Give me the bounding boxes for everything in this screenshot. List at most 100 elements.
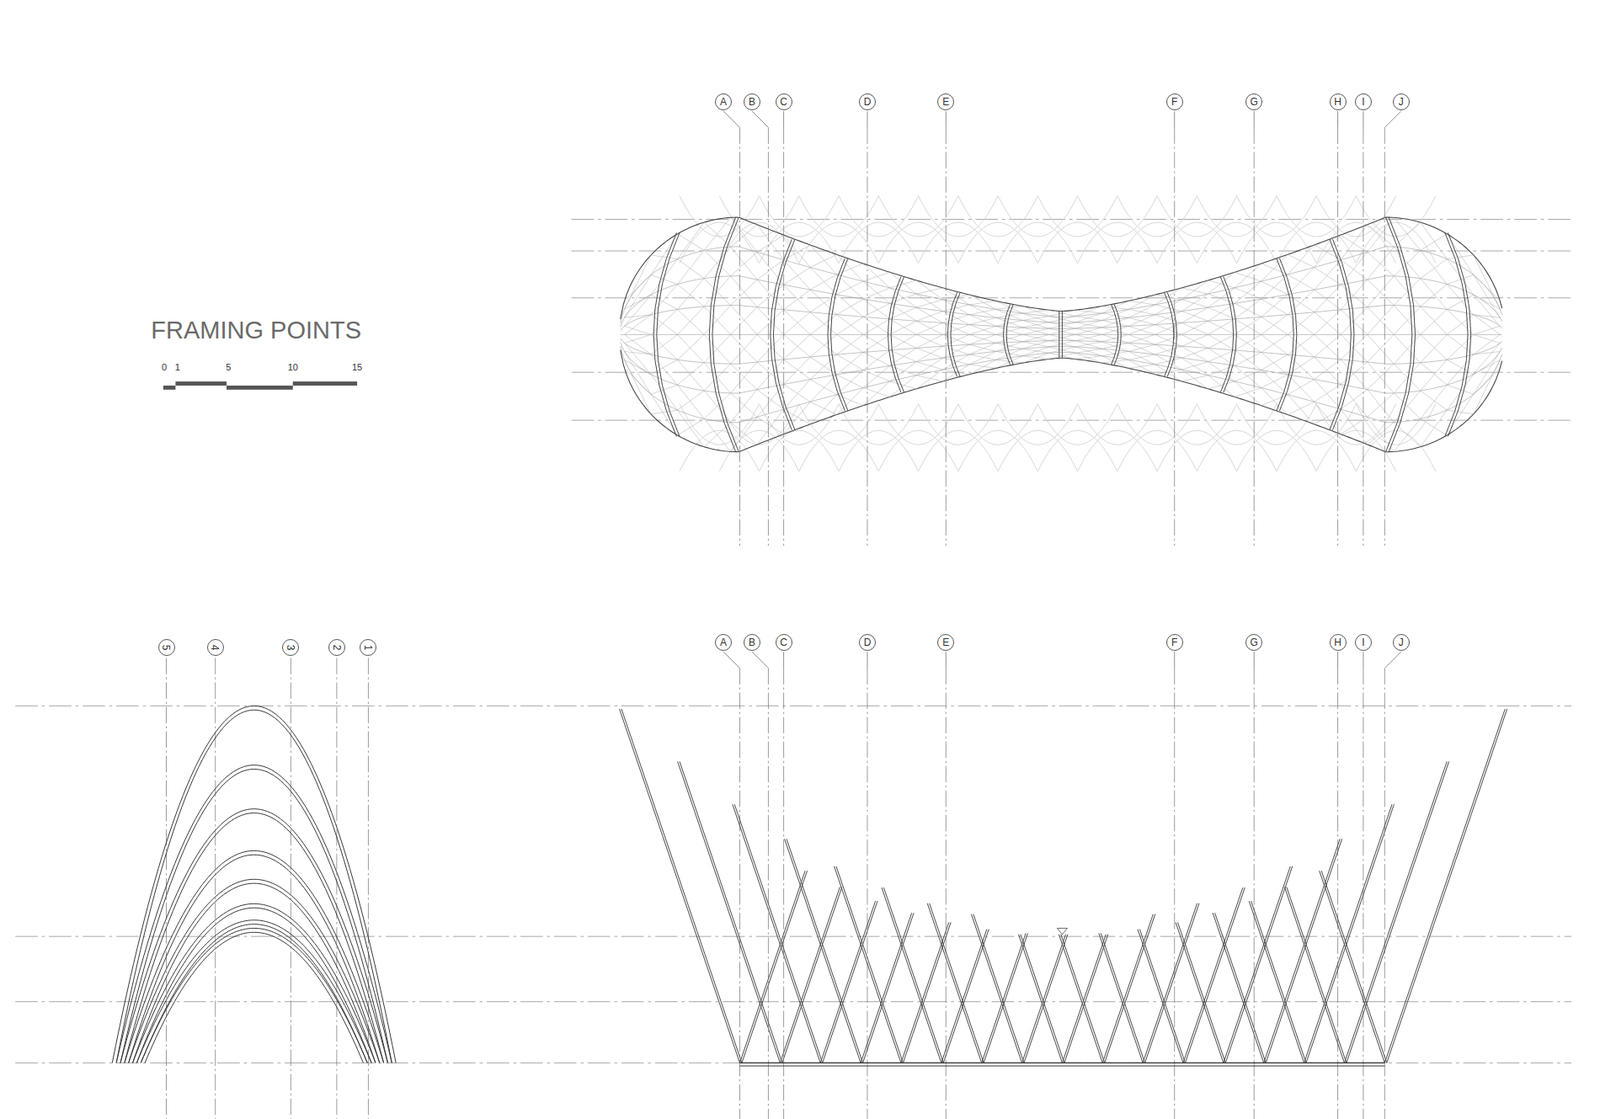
background-arc xyxy=(838,222,919,263)
lattice-line xyxy=(704,390,731,423)
lattice-line xyxy=(1128,354,1156,360)
lattice-line xyxy=(1367,246,1395,280)
lattice-line xyxy=(1128,359,1156,374)
lattice-line xyxy=(943,314,971,324)
background-arc xyxy=(1157,222,1238,263)
lattice-line xyxy=(1234,319,1262,336)
lattice-line xyxy=(1022,352,1050,363)
grid-label: F xyxy=(1171,96,1178,107)
ground-beam xyxy=(740,1066,1386,1067)
lattice-line xyxy=(1181,311,1209,322)
lattice-line xyxy=(704,250,731,276)
lattice-line xyxy=(624,325,652,335)
grid-line xyxy=(1337,668,1339,1119)
frame-member xyxy=(1284,886,1344,1063)
frame-member xyxy=(1321,870,1387,1063)
frame-member xyxy=(741,870,808,1063)
lattice-line xyxy=(1287,314,1315,336)
lattice-line xyxy=(1102,341,1130,352)
grid-bubble: G xyxy=(1245,93,1263,111)
lattice-line xyxy=(1473,352,1501,395)
background-arc xyxy=(1157,430,1238,471)
frame-member xyxy=(902,922,951,1063)
lattice-line xyxy=(1208,288,1236,308)
lattice-line xyxy=(969,317,997,325)
grid-line xyxy=(739,127,741,546)
shell-line xyxy=(620,350,1503,453)
background-arc xyxy=(719,196,800,237)
lattice-line xyxy=(1128,294,1156,310)
ground-beam xyxy=(740,1062,1386,1064)
lattice-line xyxy=(1181,346,1209,362)
background-arc xyxy=(1196,404,1277,445)
lattice-line xyxy=(1234,365,1262,388)
lattice-line xyxy=(1261,274,1289,299)
shell-line xyxy=(620,338,1503,364)
lattice-line xyxy=(837,281,864,295)
lattice-line xyxy=(1208,280,1236,288)
lattice-line xyxy=(810,394,838,425)
lattice-line xyxy=(1155,357,1183,365)
lattice-line xyxy=(1022,313,1050,323)
lattice-line xyxy=(1393,334,1421,364)
leader-line xyxy=(723,651,740,668)
lattice-line xyxy=(1420,334,1448,363)
background-arc xyxy=(1196,430,1277,471)
lattice-line xyxy=(810,245,838,275)
lattice-line xyxy=(1181,307,1209,323)
arch-rib xyxy=(1329,239,1351,430)
lattice-line xyxy=(1287,245,1315,275)
grid-line xyxy=(571,297,1573,299)
lattice-line xyxy=(890,381,918,390)
lattice-line xyxy=(704,418,731,452)
lattice-line xyxy=(757,260,784,280)
lattice-line xyxy=(969,354,997,360)
lattice-line xyxy=(1208,319,1236,336)
lattice-line xyxy=(624,342,652,374)
lattice-line xyxy=(916,362,944,370)
leader-line xyxy=(866,651,868,668)
lattice-line xyxy=(677,362,705,385)
scale-number: 0 xyxy=(161,362,167,373)
lattice-line xyxy=(1314,334,1342,360)
lattice-line xyxy=(943,334,971,347)
lattice-line xyxy=(624,352,652,355)
lattice-line xyxy=(1393,393,1421,419)
lattice-line xyxy=(1234,381,1262,406)
frame-member xyxy=(881,887,942,1063)
lattice-line xyxy=(996,341,1024,352)
lattice-line xyxy=(916,307,944,323)
frame-member xyxy=(820,901,875,1063)
background-arc xyxy=(1077,430,1158,471)
leader-line xyxy=(945,111,947,128)
lattice-line xyxy=(943,311,971,326)
arch-rib xyxy=(1061,311,1063,359)
background-arc xyxy=(1316,222,1397,263)
grid-label: G xyxy=(1250,637,1259,648)
background-arc xyxy=(918,430,999,471)
lattice-line xyxy=(1314,312,1342,336)
lattice-line xyxy=(784,379,811,410)
leader-line xyxy=(1253,111,1255,128)
drawing-title: FRAMING POINTS xyxy=(150,318,362,343)
arch-rib xyxy=(653,232,677,437)
leader-line xyxy=(783,111,784,128)
lattice-line xyxy=(704,362,731,394)
grid-bubble: E xyxy=(937,634,955,651)
lattice-line xyxy=(784,334,811,358)
frame-member xyxy=(1264,838,1340,1063)
lattice-line xyxy=(1446,334,1474,355)
frame-member xyxy=(1142,903,1197,1064)
frame-member xyxy=(786,838,863,1063)
background-arc xyxy=(1237,430,1318,471)
lattice-line xyxy=(1181,288,1209,294)
leader-line xyxy=(1253,651,1255,668)
lattice-line xyxy=(916,369,944,390)
lattice-line xyxy=(677,334,705,363)
grid-label: J xyxy=(1398,96,1404,107)
lattice-line xyxy=(1314,260,1342,290)
section-arch xyxy=(133,883,376,1063)
lattice-line xyxy=(1234,272,1262,282)
grid-line xyxy=(768,668,769,1119)
